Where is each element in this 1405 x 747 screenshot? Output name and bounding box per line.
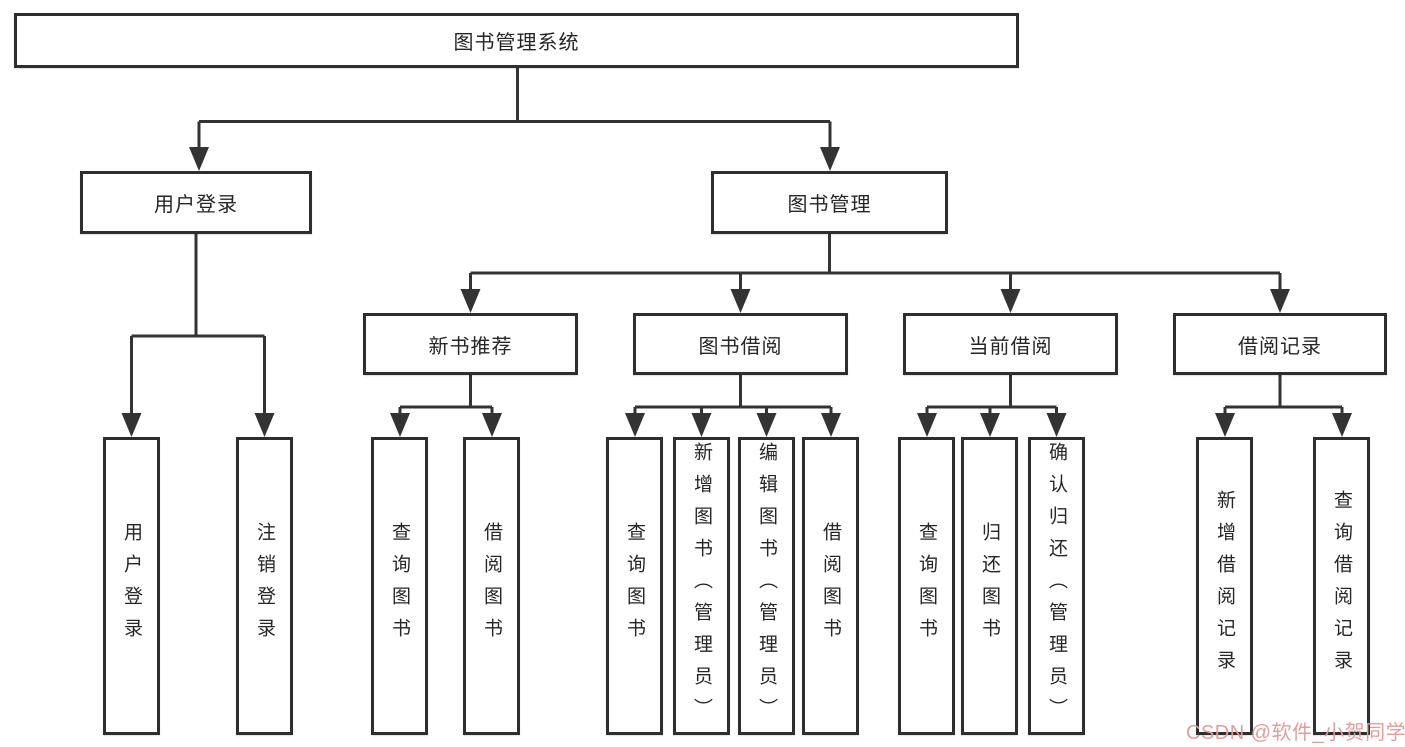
connector-current-borrow-to-leaves (917, 373, 1067, 437)
arrow-down-icon (730, 289, 751, 313)
connector-new-book-recommend-to-leaves (390, 373, 502, 437)
arrow-down-icon (390, 413, 410, 437)
node-current-borrow: 当前借阅 (903, 313, 1118, 375)
leaf-current-query-book: 查询图书 (898, 437, 955, 735)
leaf-newbook-borrow-book: 借阅图书 (463, 437, 520, 735)
leaf-records-add-record: 新增借阅记录 (1196, 437, 1253, 735)
connector-book-management-to-level3 (460, 232, 1290, 313)
node-book-management: 图书管理 (711, 171, 948, 234)
arrow-down-icon (980, 413, 1000, 437)
arrow-down-icon (821, 413, 841, 437)
arrow-down-icon (482, 413, 502, 437)
arrow-down-icon (1270, 289, 1290, 313)
leaf-current-return-book: 归还图书 (961, 437, 1018, 735)
connector-book-borrow-to-leaves (625, 373, 841, 437)
node-user-login: 用户登录 (80, 171, 312, 234)
connector-borrow-records-to-leaves (1215, 373, 1352, 437)
arrow-down-icon (691, 413, 712, 437)
arrow-down-icon (1000, 289, 1021, 313)
arrow-down-icon (625, 413, 645, 437)
node-book-borrow: 图书借阅 (633, 313, 848, 375)
node-new-book-recommend: 新书推荐 (363, 313, 578, 375)
leaf-logout: 注销登录 (236, 437, 293, 735)
arrow-down-icon (756, 413, 777, 437)
arrow-down-icon (460, 289, 481, 313)
arrow-down-icon (917, 413, 937, 437)
leaf-borrow-query-book: 查询图书 (606, 437, 663, 735)
leaf-borrow-borrow-book: 借阅图书 (802, 437, 859, 735)
arrow-down-icon (254, 413, 275, 437)
leaf-records-query-record: 查询借阅记录 (1313, 437, 1370, 735)
leaf-borrow-edit-book-admin: 编辑图书（管理员） (738, 437, 795, 735)
node-borrow-records: 借阅记录 (1173, 313, 1387, 375)
leaf-newbook-query-book: 查询图书 (371, 437, 428, 735)
arrow-down-icon (189, 147, 209, 171)
node-library-management-system: 图书管理系统 (14, 13, 1019, 68)
arrow-down-icon (1215, 413, 1235, 437)
leaf-borrow-add-book-admin: 新增图书（管理员） (673, 437, 730, 735)
leaf-current-confirm-return-admin: 确认归还（管理员） (1028, 437, 1085, 735)
arrow-down-icon (1046, 413, 1067, 437)
arrow-down-icon (121, 413, 142, 437)
arrow-down-icon (820, 147, 840, 171)
connector-root-to-level2 (189, 66, 840, 171)
connector-user-login-to-leaves (121, 232, 275, 437)
arrow-down-icon (1332, 413, 1352, 437)
watermark: CSDN @软件_小贺同学 (1186, 722, 1405, 744)
leaf-user-login: 用户登录 (103, 437, 160, 735)
